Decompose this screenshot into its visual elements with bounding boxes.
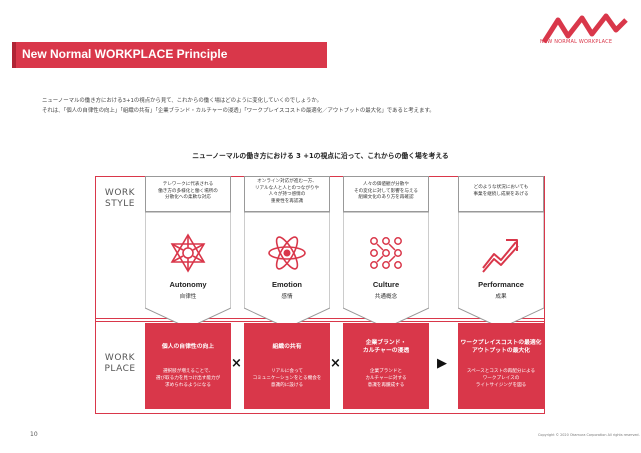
- place-title-line: カルチャーの浸透: [362, 348, 410, 354]
- work-style-label-line1: WORK: [104, 188, 136, 198]
- multiply-operator: ×: [231, 356, 242, 371]
- place-body-line: ワークプレイスの: [482, 375, 520, 381]
- autonomy-icon: [170, 233, 206, 273]
- autonomy-title: Autonomy: [169, 280, 207, 289]
- diagram-heading: ニューノーマルの働き方における 3 +1の視点に沿って、これからの働く場を考える: [192, 152, 449, 160]
- emotion-icon: [268, 236, 306, 270]
- work-style-label-line2: STYLE: [105, 199, 135, 209]
- culture-place-box: 企業ブランド・ カルチャーの浸透 企業ブランドと カルチャーに対する 意識を再醸…: [343, 323, 429, 409]
- culture-icon: [370, 237, 402, 269]
- desc-line: 人々の価値観が分散や: [363, 182, 409, 187]
- page-title: New Normal WORKPLACE Principle: [22, 47, 228, 61]
- desc-line: リアルな人と人とのつながりや: [254, 185, 320, 191]
- performance-description: どのような状況においても 事業を継続し成果をあげる: [458, 176, 544, 212]
- arrow-operator: ▶: [437, 356, 447, 371]
- place-title-line: 企業ブランド・: [365, 340, 407, 346]
- place-body-line: コミュニケーションをとる機会を: [252, 375, 322, 381]
- desc-line: 人々が持つ感情の: [268, 192, 306, 198]
- culture-description: 人々の価値観が分散や その変化に対して影響を与える 組織文化のあり方を再確認: [343, 176, 429, 212]
- desc-line: 重要性を再認識: [270, 198, 304, 204]
- performance-jp: 成果: [495, 294, 507, 300]
- culture-jp: 共通概念: [374, 294, 398, 300]
- intro-line-1: ニューノーマルの働き方における3+1の視点から見て、これからの働く場はどのように…: [42, 98, 323, 104]
- place-title-line: ワークプレイスコストの最適化: [460, 340, 542, 346]
- work-place-label-line1: WORK: [104, 353, 136, 363]
- performance-icon: [482, 239, 519, 273]
- autonomy-jp: 自律性: [179, 294, 197, 300]
- place-body-line: 意識を再醸成する: [367, 382, 405, 388]
- place-body-line: 企業ブランドと: [369, 369, 403, 374]
- place-body: 選択肢が増えることで、 選び取る力を見つけ出す能力が 求められるようになる: [145, 369, 231, 389]
- place-title-line: 個人の自律性の向上: [161, 344, 215, 350]
- autonomy-place-box: 個人の自律性の向上 選択肢が増えることで、 選び取る力を見つけ出す能力が 求めら…: [145, 323, 231, 409]
- place-body-line: 意識的に設ける: [270, 382, 304, 388]
- work-place-label: WORK PLACE: [100, 353, 140, 375]
- emotion-place-box: 組織の共有 リアルに会って コミュニケーションをとる機会を 意識的に設ける: [244, 323, 330, 409]
- performance-title: Performance: [478, 280, 524, 289]
- title-banner: New Normal WORKPLACE Principle: [12, 42, 327, 68]
- place-body: スペースとコストの再配分による ワークプレイスの ライトサイジングを図る: [458, 369, 544, 389]
- performance-place-box: ワークプレイスコストの最適化 アウトプットの最大化 スペースとコストの再配分によ…: [458, 323, 544, 409]
- desc-line: 分散化への柔軟な対応: [165, 195, 211, 201]
- copyright-text: Copyright © 2020 Okamura Corporation All…: [538, 433, 640, 437]
- place-body: リアルに会って コミュニケーションをとる機会を 意識的に設ける: [244, 369, 330, 389]
- autonomy-description: テレワークに代表される 働き方の多様化と働く場所の 分散化への柔軟な対応: [145, 176, 231, 212]
- logo-text: NEW NORMAL WORKPLACE: [540, 39, 613, 45]
- intro-line-2: それは、「個人の自律性の向上」「組織の共有」「企業ブランド・カルチャーの浸透」「…: [42, 108, 435, 114]
- place-title-line: 組織の共有: [272, 344, 302, 350]
- page-number: 10: [30, 431, 38, 438]
- place-body-line: カルチャーに対する: [365, 375, 407, 381]
- multiply-operator: ×: [330, 356, 341, 371]
- place-title: 個人の自律性の向上: [145, 343, 231, 351]
- desc-line: 組織文化のあり方を再確認: [358, 195, 414, 201]
- place-title: 企業ブランド・ カルチャーの浸透: [343, 339, 429, 355]
- desc-line: 事業を継続し成果をあげる: [473, 191, 529, 197]
- emotion-shield: [244, 212, 330, 328]
- desc-line: オンライン対応が進む一方、: [257, 179, 317, 184]
- place-body-line: 選択肢が増えることで、: [162, 369, 214, 374]
- emotion-jp: 感情: [281, 294, 293, 300]
- desc-line: どのような状況においても: [473, 185, 529, 190]
- brand-logo: [541, 13, 628, 44]
- place-body-line: 求められるようになる: [165, 382, 211, 388]
- place-body-line: ライトサイジングを図る: [475, 382, 527, 388]
- performance-shield: [458, 212, 544, 328]
- place-body: 企業ブランドと カルチャーに対する 意識を再醸成する: [343, 369, 429, 389]
- desc-line: テレワークに代表される: [162, 182, 214, 187]
- culture-title: Culture: [372, 280, 400, 289]
- work-place-label-line2: PLACE: [104, 364, 136, 374]
- emotion-description: オンライン対応が進む一方、 リアルな人と人とのつながりや 人々が持つ感情の 重要…: [244, 176, 330, 212]
- place-title: 組織の共有: [244, 343, 330, 351]
- work-place-frame: [95, 318, 545, 414]
- desc-line: その変化に対して影響を与える: [353, 188, 419, 194]
- work-style-label: WORK STYLE: [100, 188, 140, 210]
- place-body-line: リアルに会って: [271, 369, 303, 374]
- emotion-title: Emotion: [272, 280, 302, 289]
- place-body-line: 選び取る力を見つけ出す能力が: [155, 375, 221, 381]
- place-title-line: アウトプットの最大化: [472, 348, 530, 354]
- place-body-line: スペースとコストの再配分による: [466, 369, 536, 374]
- place-title: ワークプレイスコストの最適化 アウトプットの最大化: [458, 339, 544, 355]
- culture-shield: [343, 212, 429, 328]
- desc-line: 働き方の多様化と働く場所の: [158, 188, 218, 194]
